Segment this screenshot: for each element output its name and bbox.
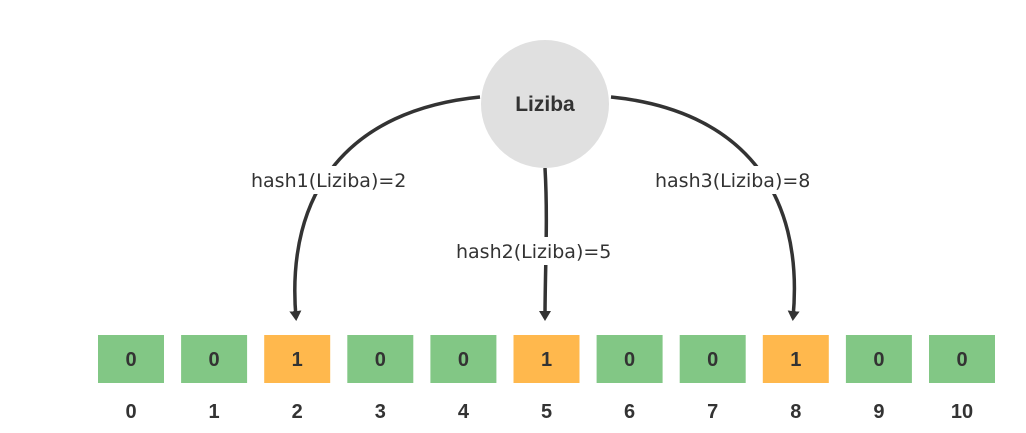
bit-indices: 0 1 2 3 4 5 6 7 8 9 10 [125,401,973,423]
hash3-label: hash3(Liziba)=8 [655,170,810,192]
bit-value: 0 [624,349,635,371]
bit-index-label: 8 [790,401,801,423]
bit-cell [679,335,746,383]
bit-value: 0 [209,349,220,371]
bit-index-label: 10 [951,401,973,423]
bit-index-label: 7 [707,401,718,423]
hash3-label-bg [652,166,844,194]
bit-index-label: 3 [375,401,386,423]
bit-value: 1 [292,349,303,371]
bit-index-label: 2 [292,401,303,423]
hash2-label-bg [453,237,645,265]
bit-value: 0 [707,349,718,371]
bit-index-label: 6 [624,401,635,423]
hash1-label-bg [248,166,440,194]
hash1-label: hash1(Liziba)=2 [251,170,406,192]
bit-value: 0 [458,349,469,371]
node-label: Liziba [515,93,575,116]
hash1-label-group: hash1(Liziba)=2 [248,166,440,194]
bit-index-label: 1 [209,401,220,423]
hash2-label-group: hash2(Liziba)=5 [453,237,645,265]
bit-array: 0 0 1 0 0 1 0 0 1 0 0 [98,335,995,383]
bit-cell [347,335,414,383]
bit-cell [181,335,248,383]
bit-index-label: 9 [873,401,884,423]
bit-cell [264,335,331,383]
bit-cell [513,335,580,383]
bit-cell [98,335,164,383]
bit-cell [596,335,663,383]
liziba-node: Liziba [481,40,609,168]
bit-value: 0 [125,349,136,371]
hash1-arrow [289,95,481,321]
bit-value: 0 [873,349,884,371]
bit-index-label: 5 [541,401,552,423]
bit-cell [762,335,829,383]
bit-value: 0 [375,349,386,371]
bit-cell [430,335,497,383]
node-circle [481,40,609,168]
bit-index-label: 4 [458,401,470,423]
hash3-arrow [610,95,800,321]
bit-cell [845,335,912,383]
bit-index-label: 0 [125,401,136,423]
hash2-label: hash2(Liziba)=5 [456,241,611,263]
hash3-label-group: hash3(Liziba)=8 [652,166,844,194]
bit-value: 1 [790,349,801,371]
bit-value: 1 [541,349,552,371]
bit-cell [929,335,995,383]
bit-value: 0 [956,349,967,371]
